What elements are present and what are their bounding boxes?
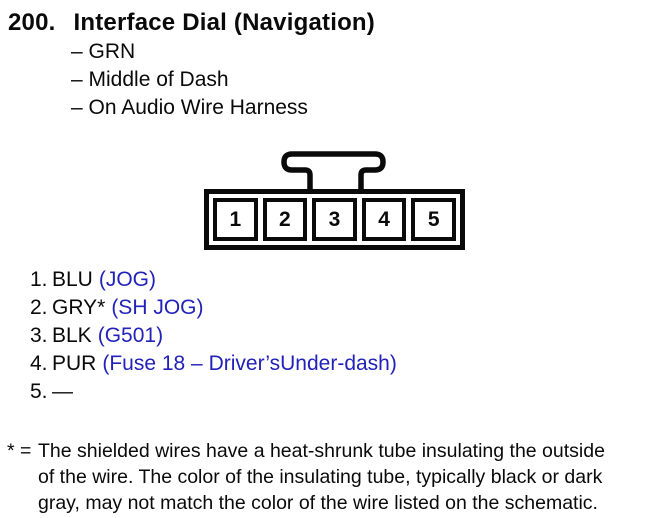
pin-row-4: 4.PUR(Fuse 18 – Driver’sUnder-dash) [30,350,397,378]
pin-number: 4. [30,352,48,375]
page-title: Interface Dial (Navigation) [73,9,375,36]
connector-pin-cell-3: 3 [312,198,357,241]
wire-signal: (Fuse 18 – Driver’sUnder-dash) [102,352,397,375]
wire-signal: (SH JOG) [111,296,204,319]
connector-pin-cell-1: 1 [213,198,258,241]
connector-latch-tab-icon [281,151,386,191]
wire-color: GRY* [52,296,106,319]
detail-line-color: – GRN [71,40,136,63]
footnote-line: of the wire. The color of the insulating… [38,466,603,488]
wire-signal: (G501) [97,324,164,347]
pin-row-3: 3.BLK(G501) [30,322,397,350]
detail-list: – GRN – Middle of Dash – On Audio Wire H… [71,38,308,122]
pin-list: 1.BLU(JOG) 2.GRY*(SH JOG) 3.BLK(G501) 4.… [30,266,397,406]
pin-row-2: 2.GRY*(SH JOG) [30,294,397,322]
connector-pin-cell-5: 5 [411,198,456,241]
page-heading: 200. Interface Dial (Navigation) [8,9,375,37]
pin-number: 3. [30,324,48,347]
pin-row-1: 1.BLU(JOG) [30,266,397,294]
connector-diagram: 1 2 3 4 5 [204,189,465,250]
footnote-line: gray, may not match the color of the wir… [38,492,598,514]
pin-number: 2. [30,296,48,319]
wire-color: — [52,380,73,403]
wire-color: BLU [52,268,93,291]
wire-signal: (JOG) [98,268,157,291]
pin-number: 1. [30,268,48,291]
footnote: * = The shielded wires have a heat-shrun… [7,438,652,516]
footnote-marker: * = [7,440,32,462]
wire-color: PUR [52,352,97,375]
detail-line-location: – Middle of Dash [71,68,229,91]
item-number: 200. [8,9,56,36]
detail-line-harness: – On Audio Wire Harness [71,96,308,119]
pin-row-5: 5.— [30,378,397,406]
pin-number: 5. [30,380,48,403]
wire-color: BLK [52,324,92,347]
footnote-line: The shielded wires have a heat-shrunk tu… [38,440,605,462]
connector-pin-cell-4: 4 [361,198,407,241]
connector-pin-cell-2: 2 [262,198,308,241]
